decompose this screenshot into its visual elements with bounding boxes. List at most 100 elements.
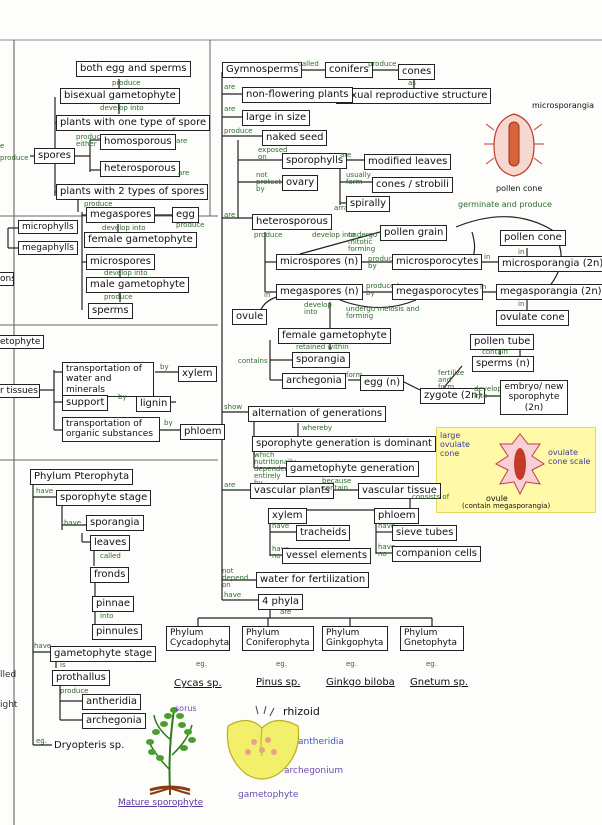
label-in-3: in bbox=[264, 291, 271, 299]
label-contain: contain bbox=[482, 348, 508, 356]
box-non-flowering: non-flowering plants bbox=[242, 87, 353, 103]
label-contains: contains bbox=[238, 357, 268, 365]
label-germinate: germinate and produce bbox=[458, 200, 552, 209]
box-sporophylls: sporophylls bbox=[282, 153, 348, 169]
box-megasporocytes: megasporocytes bbox=[392, 284, 483, 300]
box-spores: spores bbox=[34, 148, 75, 164]
pollen-cone-drawing bbox=[484, 113, 544, 177]
box-fronds: fronds bbox=[90, 567, 130, 583]
box-zygote-2n: zygote (2n) bbox=[420, 388, 486, 404]
label-in-5: in bbox=[518, 300, 525, 308]
label-have-1: have bbox=[36, 487, 54, 495]
label-are-g3: are bbox=[340, 151, 352, 159]
label-have-2: have bbox=[64, 519, 82, 527]
label-produce-g2: produce bbox=[224, 127, 253, 135]
label-produce-g: produce bbox=[368, 60, 397, 68]
box-spirally: spirally bbox=[346, 196, 391, 212]
label-retained: retained within bbox=[296, 343, 349, 351]
box-megaspores-n: megaspores (n) bbox=[276, 284, 363, 300]
box-ovary: ovary bbox=[282, 175, 319, 191]
box-cones-strobili: cones / strobili bbox=[372, 177, 453, 193]
box-coniferophyta: Phylum Coniferophyta bbox=[242, 626, 314, 651]
box-microphylls: microphylls bbox=[18, 220, 78, 235]
box-water-fert: water for fertilization bbox=[256, 572, 370, 588]
box-gymnosperms: Gymnosperms bbox=[222, 62, 303, 78]
label-are-2: are bbox=[178, 169, 190, 177]
box-pinnules: pinnules bbox=[92, 624, 143, 640]
label-eg-1: eg. bbox=[36, 737, 47, 745]
label-have-g1: have bbox=[272, 522, 290, 530]
box-ovulate-cone: ovulate cone bbox=[496, 310, 569, 326]
label-eg-cycas: eg. bbox=[196, 660, 207, 668]
label-produce-either: produce either bbox=[76, 133, 105, 148]
box-megaphylls: megaphylls bbox=[18, 241, 78, 256]
text-lled-cut: lled bbox=[0, 670, 17, 680]
label-have-g2: have bbox=[378, 522, 396, 530]
box-leaves: leaves bbox=[90, 535, 131, 551]
label-because-contain: because contain bbox=[322, 477, 352, 492]
label-produce-4: produce bbox=[60, 687, 89, 695]
box-tracheids: tracheids bbox=[296, 525, 351, 541]
text-dryopteris: Dryopteris sp. bbox=[54, 740, 125, 751]
label-usually-form: usually form bbox=[346, 171, 371, 186]
box-vascular-plants: vascular plants bbox=[250, 483, 335, 499]
box-microspores-n: microspores (n) bbox=[276, 254, 363, 270]
label-which-nutritionally: which nutritionally dependent entirely b… bbox=[254, 451, 297, 487]
box-prothallus: prothallus bbox=[52, 670, 110, 686]
box-gnetophyta: Phylum Gnetophyta bbox=[400, 626, 464, 651]
label-microsporangia-pic: microsporangia bbox=[532, 101, 595, 110]
box-etophyte-cut: etophyte bbox=[0, 335, 44, 350]
label-eg-pinus: eg. bbox=[276, 660, 287, 668]
label-sorus: sorus bbox=[175, 704, 197, 713]
box-egg: egg bbox=[172, 207, 199, 223]
box-modified-leaves: modified leaves bbox=[364, 154, 452, 170]
label-are-g6: are bbox=[280, 608, 292, 616]
box-female-gametophyte: female gametophyte bbox=[84, 232, 197, 248]
box-lignin: lignin bbox=[136, 396, 172, 412]
box-transport-organic: transportation of organic substances bbox=[62, 417, 160, 442]
box-gametophyte-generation: gametophyte generation bbox=[286, 461, 419, 477]
label-antheridia-pic: antheridia bbox=[298, 737, 344, 747]
label-gametophyte-pic: gametophyte bbox=[238, 790, 299, 800]
box-microspores: microspores bbox=[86, 254, 155, 270]
box-companion-cells: companion cells bbox=[392, 546, 482, 562]
box-support: support bbox=[62, 395, 109, 411]
label-in-4: in bbox=[480, 283, 487, 291]
label-contain-mega: (contain megasporangia) bbox=[462, 502, 551, 510]
label-exposed-on: exposed on bbox=[258, 146, 288, 161]
label-e: e bbox=[0, 142, 5, 150]
box-megasporangia-2n: megasporangia (2n) bbox=[496, 284, 602, 300]
label-large-ovulate-cone: large ovulate cone bbox=[440, 431, 470, 458]
box-embryo: embryo/ new sporophyte (2n) bbox=[500, 380, 568, 416]
box-megaspores: megaspores bbox=[86, 207, 156, 223]
label-as: as bbox=[408, 79, 416, 87]
box-bisexual-gametophyte: bisexual gametophyte bbox=[60, 88, 180, 104]
label-ovulate-cone-scale: ovulate cone scale bbox=[548, 448, 591, 466]
box-both-egg-sperms: both egg and sperms bbox=[76, 61, 191, 77]
box-microsporangia-2n: microsporangia (2n) bbox=[498, 256, 602, 272]
box-phloem-g: phloem bbox=[374, 508, 420, 524]
text-pinus: Pinus sp. bbox=[256, 677, 301, 688]
label-undergo-meiosis: undergo meiosis and forming bbox=[346, 305, 420, 320]
text-gnetum: Gnetum sp. bbox=[410, 677, 469, 688]
box-egg-n: egg (n) bbox=[360, 375, 405, 391]
label-by-1: by bbox=[160, 363, 169, 371]
label-produce-left: produce bbox=[0, 154, 29, 162]
label-consists-of: consists of bbox=[412, 493, 450, 501]
label-eg-gnetum: eg. bbox=[426, 660, 437, 668]
label-called-g: called bbox=[298, 60, 319, 68]
label-are-g2: are bbox=[224, 105, 236, 113]
label-produced-by-2: produced by bbox=[366, 282, 399, 297]
box-antheridia: antheridia bbox=[82, 694, 142, 710]
box-ginkgophyta: Phylum Ginkgophyta bbox=[322, 626, 388, 651]
box-pinnae: pinnae bbox=[92, 596, 135, 612]
box-ovule: ovule bbox=[232, 309, 268, 325]
box-heterosporous: heterosporous bbox=[100, 161, 180, 177]
label-produce-2: produce bbox=[84, 200, 113, 208]
label-have-3: have bbox=[34, 642, 52, 650]
label-have-no-2: have no bbox=[378, 543, 396, 558]
text-ginkgo-biloba: Ginkgo biloba bbox=[326, 677, 395, 688]
box-alternation: alternation of generations bbox=[248, 406, 387, 422]
label-develop-into-g2: develop into bbox=[304, 301, 332, 316]
